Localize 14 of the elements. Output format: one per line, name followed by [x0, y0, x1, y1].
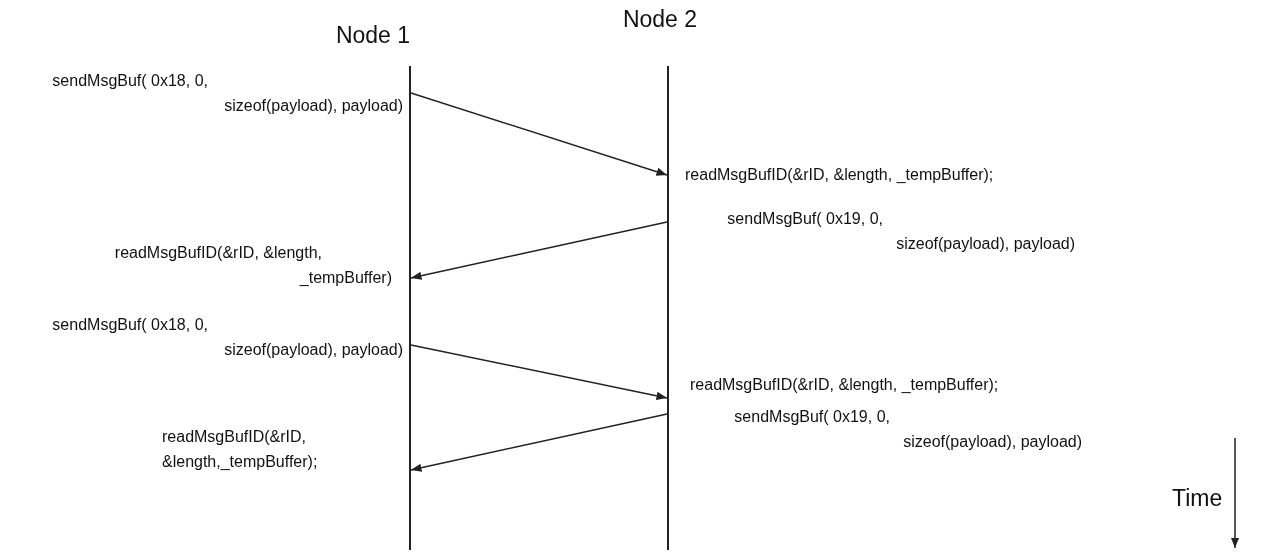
lifeline-heading: Node 1: [334, 22, 412, 49]
code-label: sendMsgBuf( 0x19, 0, sizeof(payload), payload): [726, 209, 1075, 254]
message-arrow: [410, 92, 668, 176]
message-arrow: [410, 344, 668, 400]
code-label: sendMsgBuf( 0x19, 0, sizeof(payload), payload): [733, 407, 1082, 452]
code-label: readMsgBufID(&rID, &length, _tempBuffer): [113, 243, 392, 288]
code-label: sendMsgBuf( 0x18, 0, sizeof(payload), payload): [51, 71, 403, 116]
code-label: sendMsgBuf( 0x18, 0, sizeof(payload), payload): [51, 315, 403, 360]
lifeline-heading: Node 2: [621, 6, 699, 33]
message-arrow: [410, 413, 668, 472]
message-arrow: [410, 221, 668, 280]
axis-label: Time: [1172, 486, 1223, 511]
code-label: readMsgBufID(&rID, &length, _tempBuffer);: [690, 375, 999, 395]
code-label: readMsgBufID(&rID, &length, _tempBuffer);: [685, 165, 994, 185]
